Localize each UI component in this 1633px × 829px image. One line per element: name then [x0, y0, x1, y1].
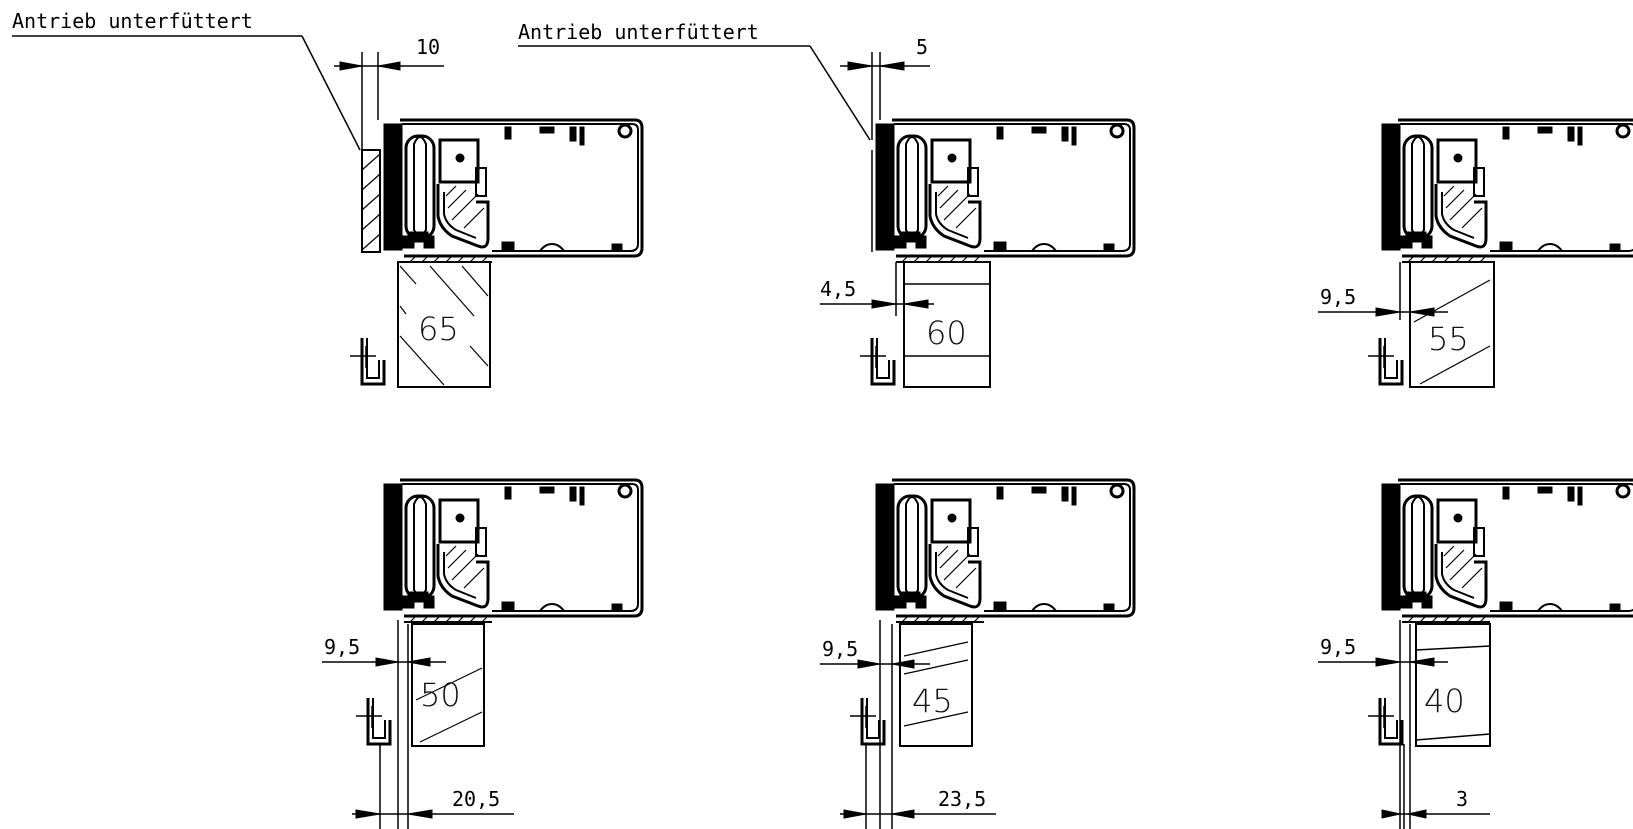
size-label-45: 45 — [912, 682, 953, 720]
dim-bottom-20-5: 20,5 — [452, 787, 500, 811]
dim-side-4-5: 4,5 — [820, 277, 856, 301]
detail-40: 9,5 40 3 — [1318, 478, 1633, 829]
detail-60: 5 4,5 60 — [820, 35, 1136, 388]
leader-note-1: Antrieb unterfüttert — [12, 9, 253, 33]
size-label-65: 65 — [418, 310, 459, 348]
note-group-2: Antrieb unterfüttert — [518, 20, 871, 141]
dim-bottom-3: 3 — [1456, 787, 1468, 811]
dim-side-9-5-d: 9,5 — [1320, 635, 1356, 659]
detail-65: 10 65 — [334, 35, 644, 388]
size-label-55: 55 — [1428, 320, 1469, 358]
dim-side-9-5-b: 9,5 — [324, 635, 360, 659]
size-label-50: 50 — [420, 676, 461, 714]
detail-55: 9,5 55 — [1318, 118, 1633, 388]
dim-side-9-5-c: 9,5 — [822, 637, 858, 661]
dim-bottom-23-5: 23,5 — [938, 787, 986, 811]
dim-side-9-5-a: 9,5 — [1320, 285, 1356, 309]
leader-note-2: Antrieb unterfüttert — [518, 20, 759, 44]
size-label-60: 60 — [926, 314, 967, 352]
detail-50: 9,5 50 20,5 — [322, 478, 644, 829]
detail-45: 9,5 45 23,5 — [820, 478, 1136, 829]
dim-top-5: 5 — [916, 35, 928, 59]
size-label-40: 40 — [1424, 682, 1465, 720]
dim-top-10: 10 — [416, 35, 440, 59]
note-group-1: Antrieb unterfüttert — [12, 9, 361, 151]
